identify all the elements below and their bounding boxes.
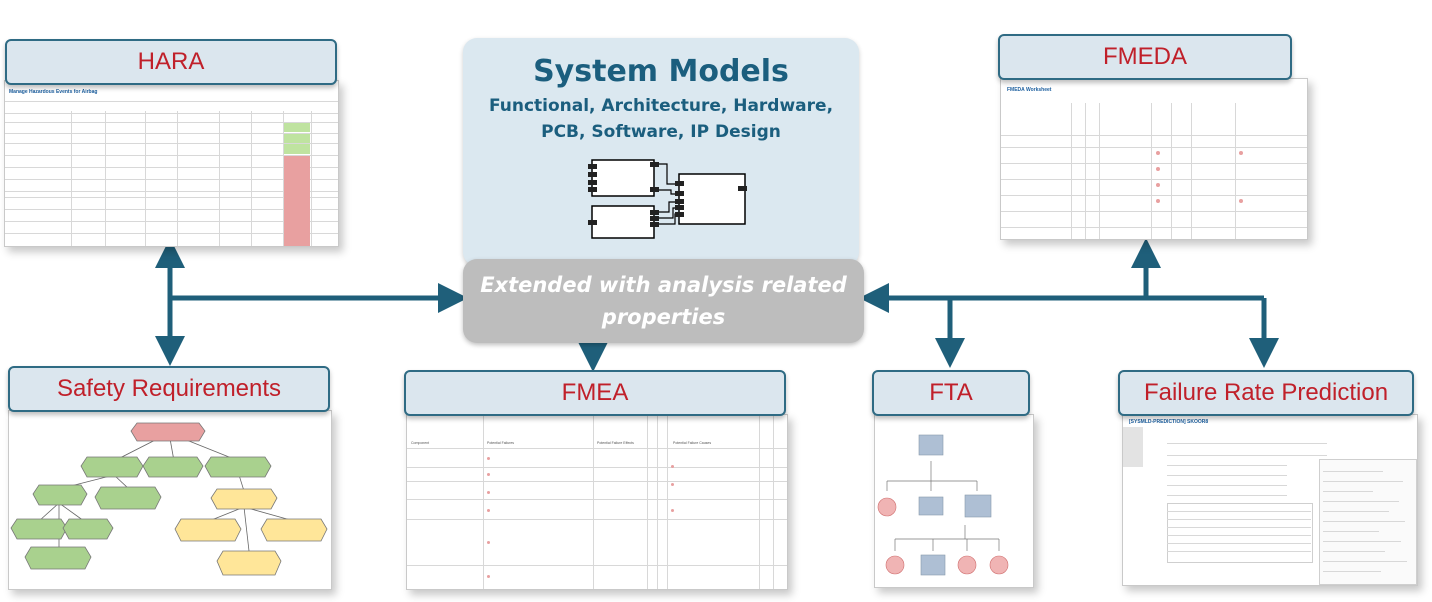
fta-thumbnail (874, 414, 1034, 588)
extension-text-1: Extended with analysis related (480, 273, 847, 297)
fault-tree (877, 434, 1009, 576)
fmea-thumbnail: Component Potential Failures Potential F… (406, 414, 788, 590)
hara-thumbnail: Manage Hazardous Events for Airbag (4, 80, 339, 247)
failure-rate-thumbnail-title: [SYSMLD-PREDICTION] SKOOR8 (1129, 419, 1209, 425)
fta-label: FTA (872, 370, 1030, 416)
fmea-label: FMEA (404, 370, 786, 416)
extension-text-2: properties (601, 305, 726, 329)
failure-rate-prediction-label: Failure Rate Prediction (1118, 370, 1414, 416)
system-models-subtitle-1: Functional, Architecture, Hardware, (488, 96, 834, 116)
requirements-graph (10, 422, 328, 576)
fmea-col-failures: Potential Failures (487, 441, 515, 445)
safety-requirements-thumbnail (8, 410, 332, 590)
extension-box: Extended with analysis related propertie… (463, 259, 864, 343)
hara-thumbnail-title: Manage Hazardous Events for Airbag (9, 89, 98, 95)
system-models-subtitle-2: PCB, Software, IP Design (541, 122, 781, 142)
fmeda-thumbnail-title: FMEDA Worksheet (1007, 87, 1052, 93)
block-diagram-icon (588, 159, 747, 239)
fmea-col-component: Component (411, 441, 430, 445)
hara-label: HARA (5, 39, 337, 85)
failure-rate-thumbnail: [SYSMLD-PREDICTION] SKOOR8 (1122, 414, 1418, 586)
fmeda-label: FMEDA (998, 34, 1292, 80)
system-models-box: System Models Functional, Architecture, … (463, 38, 859, 266)
fmeda-thumbnail: FMEDA Worksheet (1000, 78, 1308, 240)
system-models-title: System Models (533, 54, 789, 89)
safety-requirements-label: Safety Requirements (8, 366, 330, 412)
fmea-col-effects: Potential Failure Effects (597, 441, 634, 445)
fmea-col-causes: Potential Failure Causes (673, 441, 712, 445)
